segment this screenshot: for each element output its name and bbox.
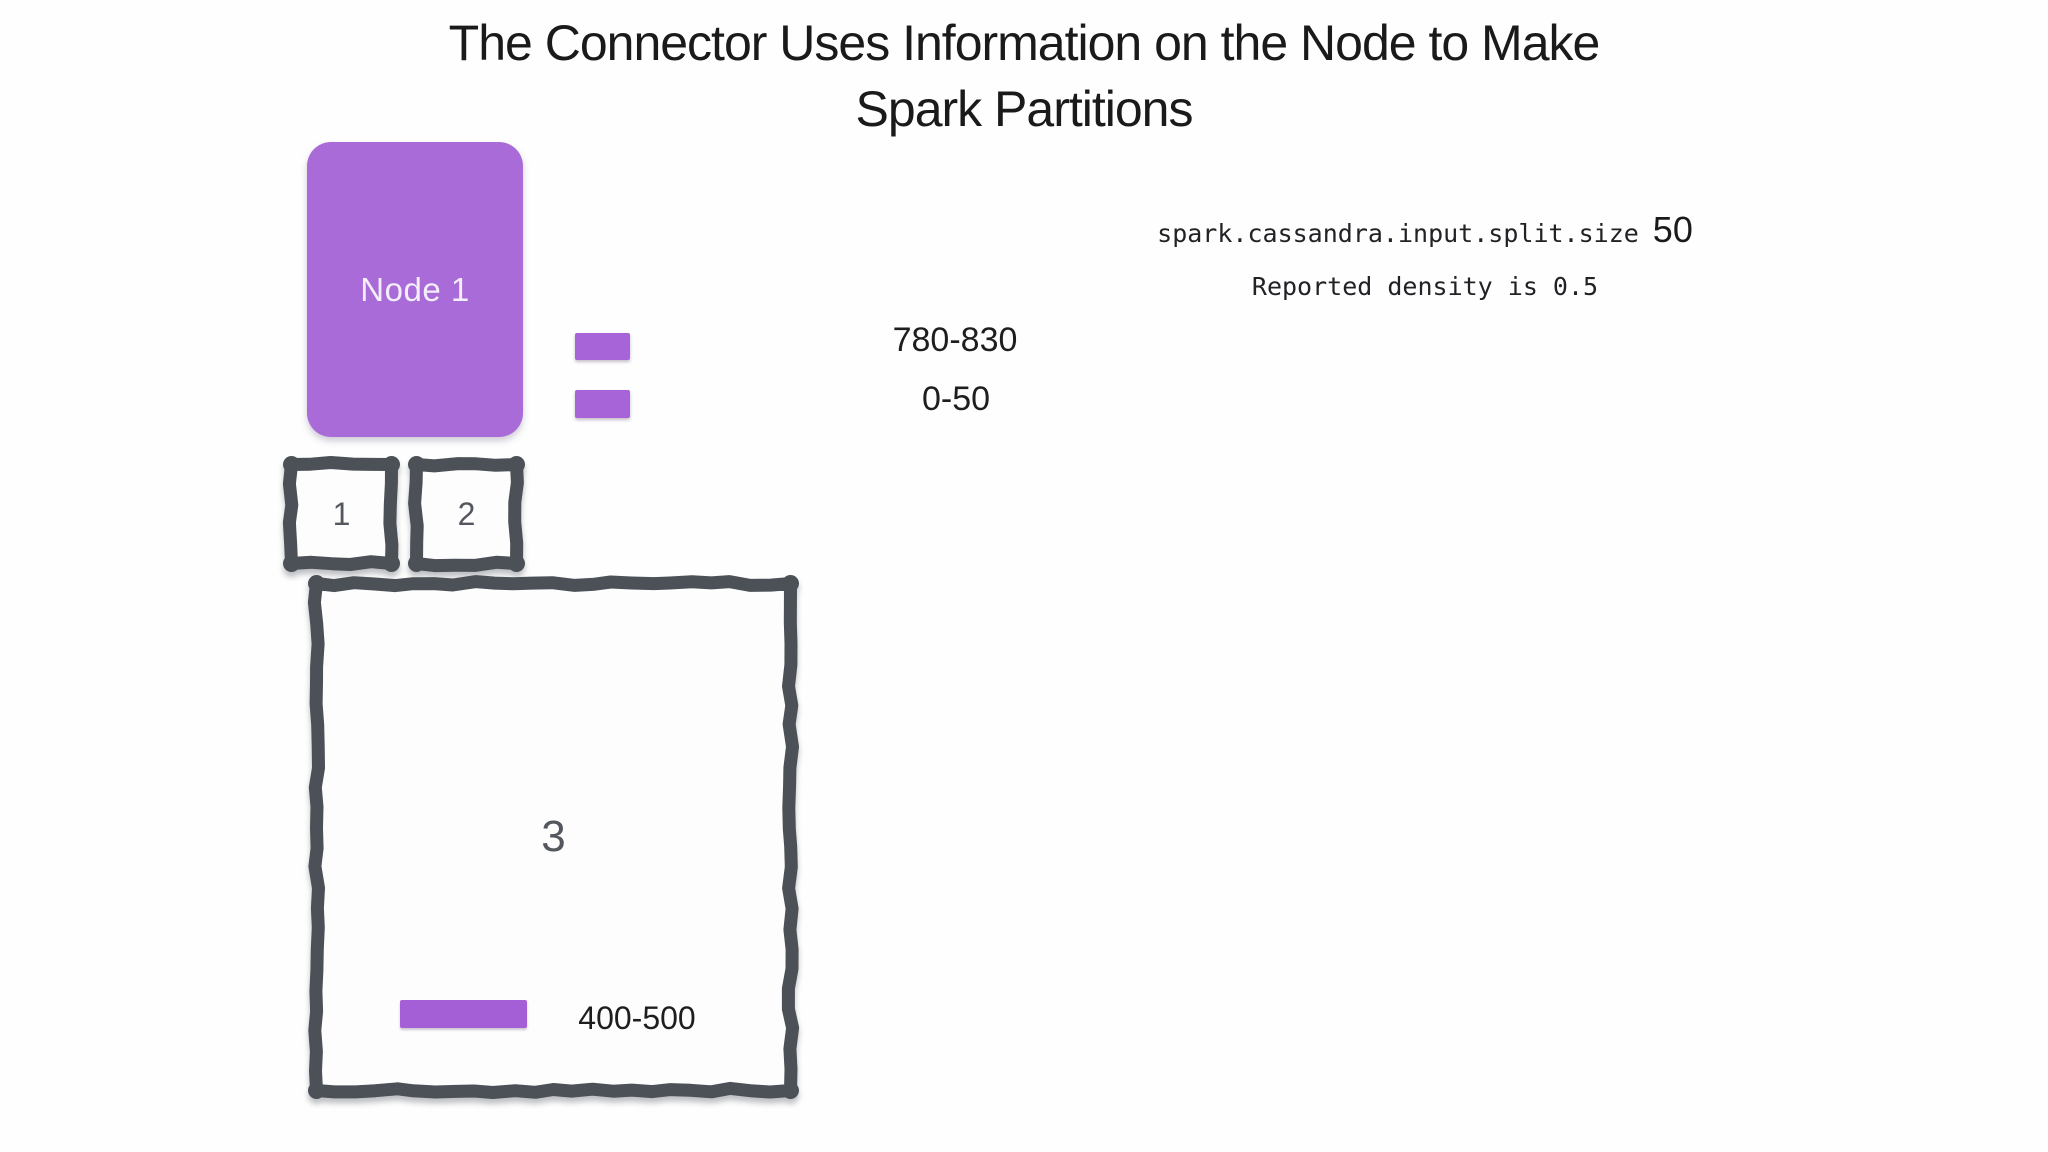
- token-swatch-b: [575, 390, 630, 418]
- partition-3-range-label: 400-500: [578, 1000, 696, 1036]
- token-swatch-a: [575, 333, 630, 360]
- title-line-2: Spark Partitions: [855, 81, 1194, 137]
- partition-number-2: 2: [457, 495, 476, 532]
- node-box: Node 1: [307, 142, 523, 437]
- config-text-block: spark.cassandra.input.split.size 50 Repor…: [1025, 210, 1825, 304]
- split-size-key: spark.cassandra.input.split.size: [1157, 219, 1639, 248]
- sketch-border-icon: [307, 575, 800, 1099]
- density-line: Reported density is 0.5: [1251, 272, 1599, 301]
- title-line-1: The Connector Uses Information on the No…: [448, 15, 1601, 71]
- sketch-border-icon: [408, 456, 525, 573]
- slide-title: The Connector Uses Information on the No…: [0, 10, 2048, 142]
- node-label: Node 1: [360, 270, 470, 308]
- partition-box-3: 3 400-500: [302, 569, 805, 1105]
- token-range-label-a: 780-830: [892, 321, 1018, 359]
- partition-box-2: 2: [402, 450, 531, 578]
- partition-box-1: 1: [277, 450, 406, 578]
- sketch-border-icon: [282, 456, 400, 572]
- split-size-line: spark.cassandra.input.split.size 50: [1025, 210, 1825, 258]
- partition-number-1: 1: [332, 495, 351, 532]
- token-range-label-b: 0-50: [921, 380, 991, 418]
- partition-number-3: 3: [541, 812, 566, 861]
- partition-3-token-swatch: [400, 1000, 527, 1028]
- split-size-value: 50: [1652, 209, 1693, 250]
